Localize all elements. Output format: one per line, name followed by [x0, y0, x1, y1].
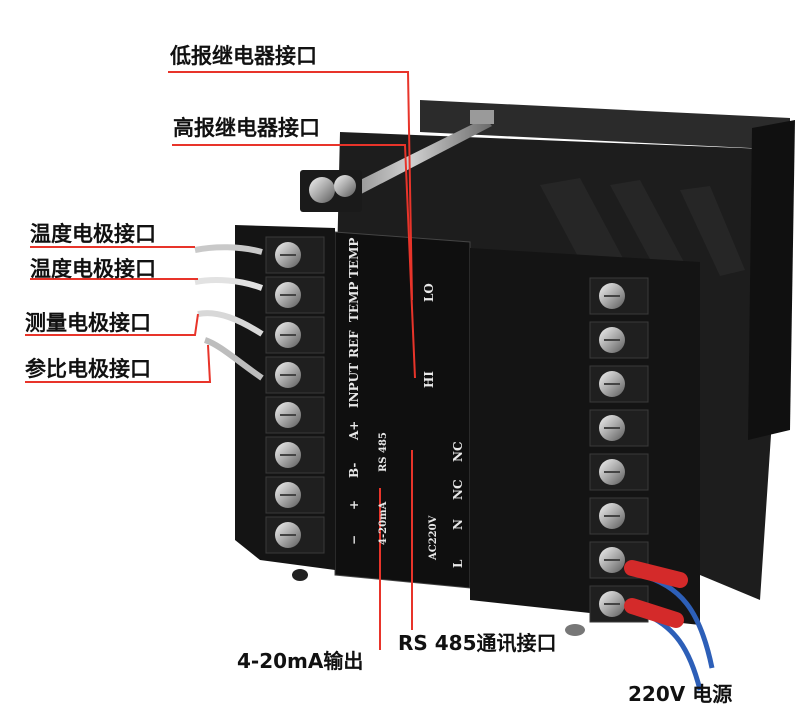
leader-low-relay [168, 71, 413, 301]
housing-top [420, 100, 790, 150]
wire-temp-2 [194, 277, 264, 291]
callout-high-relay: 高报继电器接口 [173, 116, 320, 140]
callout-4-20ma-output: 4-20mA输出 [237, 649, 364, 673]
callout-low-relay: 低报继电器接口 [170, 44, 317, 68]
panel-plus: + [347, 500, 361, 510]
wire-lug-red-1 [624, 560, 688, 588]
panel-ref: REF [347, 330, 361, 358]
panel-lo: LO [422, 283, 436, 302]
rib [680, 186, 745, 276]
panel-ac220: AC220V [428, 515, 439, 561]
callout-power-220v: 220V 电源 [628, 682, 733, 706]
callout-temp-electrode-1: 温度电极接口 [30, 222, 156, 246]
panel-text: TEMP TEMP REF INPUT A+ B- + − RS 485 4-2… [347, 238, 465, 568]
leader-measure [25, 313, 199, 336]
top-screw-2 [334, 175, 356, 197]
wire-temp-1 [194, 244, 263, 255]
foot [292, 569, 308, 581]
top-screw [309, 177, 335, 203]
housing-right-bezel [748, 120, 795, 440]
right-terminal-screws [589, 277, 649, 623]
callout-rs485: RS 485通讯接口 [398, 631, 557, 655]
metal-clip [330, 118, 492, 205]
panel-nc-2: NC [451, 479, 465, 500]
wire-lug-red-2 [624, 598, 684, 628]
panel-temp-2: TEMP [347, 282, 361, 322]
callout-reference-electrode: 参比电极接口 [25, 357, 151, 381]
panel-hi: HI [422, 371, 436, 388]
panel-minus: − [347, 535, 361, 545]
wire-reference [203, 337, 264, 381]
left-terminal-screws [265, 236, 325, 554]
leader-high-relay [172, 144, 416, 379]
metal-clip-tab [470, 110, 494, 124]
panel-b-minus: B- [347, 463, 361, 478]
panel-nc-1: NC [451, 441, 465, 462]
leader-reference [25, 344, 212, 383]
panel-input: INPUT [347, 363, 361, 408]
callout-temp-electrode-2: 温度电极接口 [30, 257, 156, 281]
panel-n: N [451, 519, 465, 530]
panel-rs485: RS 485 [378, 432, 389, 472]
panel-l: L [451, 559, 465, 568]
wire-measure [197, 310, 264, 337]
callout-measure-electrode: 测量电极接口 [25, 311, 151, 335]
panel-temp-1: TEMP [347, 238, 361, 278]
leader-lines [25, 71, 416, 650]
foot [565, 624, 585, 636]
panel-4-20ma: 4-20mA [378, 501, 389, 545]
panel-a-plus: A+ [347, 421, 361, 441]
